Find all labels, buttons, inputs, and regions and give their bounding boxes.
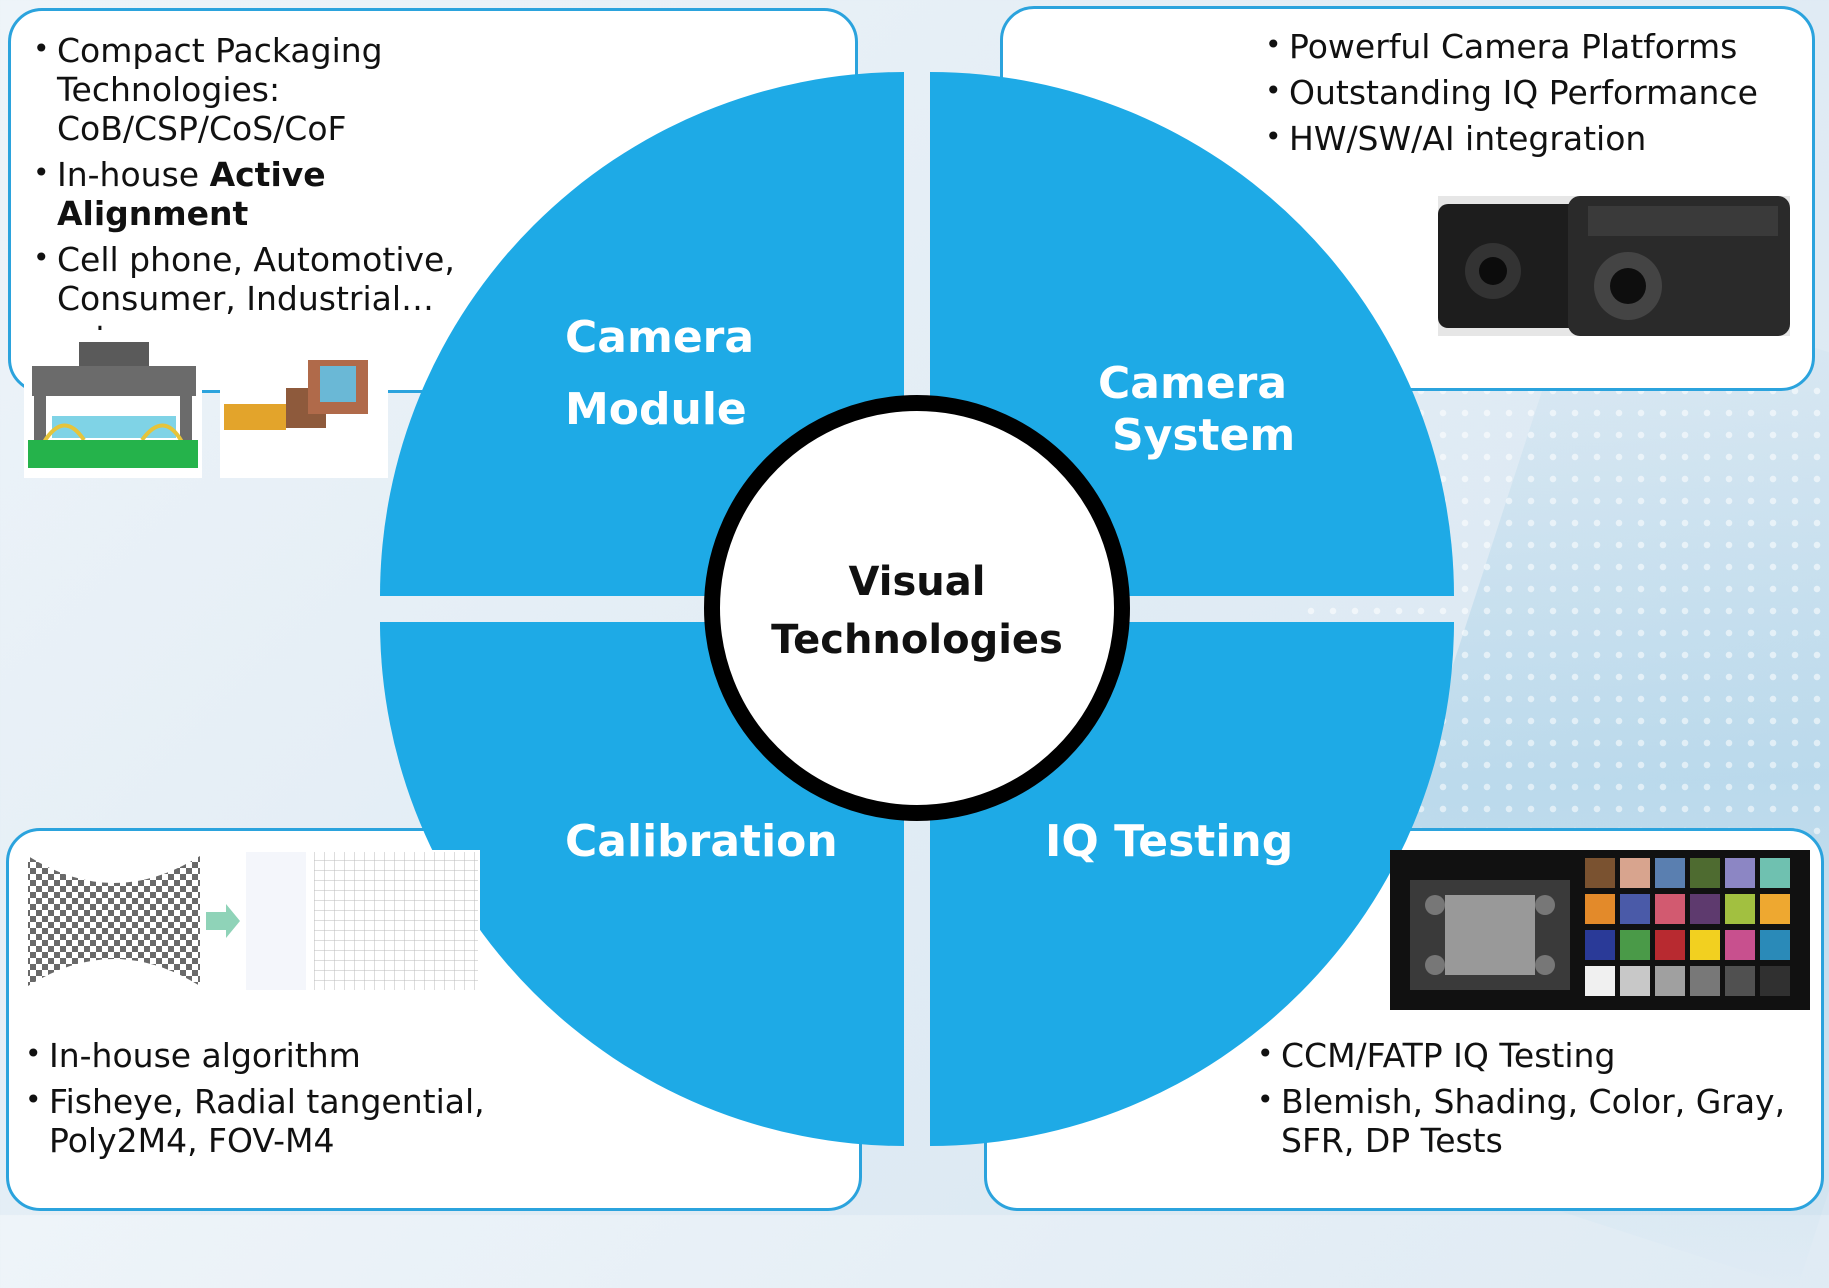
center-label-line2: Technologies — [771, 617, 1063, 663]
camera-module-render-image — [220, 330, 388, 478]
bullet-ccm-fatp: CCM/FATP IQ Testing — [1257, 1034, 1802, 1075]
card-camera-system-bullets: Powerful Camera Platforms Outstanding IQ… — [1265, 25, 1805, 165]
label-iq-testing: IQ Testing — [1045, 816, 1293, 867]
card-calibration-bullets: In-house algorithm Fisheye, Radial tange… — [25, 1034, 485, 1167]
label-camera-system-line2: System — [1112, 410, 1295, 461]
packaging-diagram-image — [24, 330, 202, 478]
center-hub — [704, 395, 1130, 821]
center-label-line1: Visual — [849, 559, 986, 605]
bullet-hw-sw-ai: HW/SW/AI integration — [1265, 117, 1805, 158]
card-iq-testing-bullets: CCM/FATP IQ Testing Blemish, Shading, Co… — [1257, 1034, 1802, 1167]
visual-technologies-wheel: Camera Module Camera System Calibration … — [380, 72, 1454, 1146]
camera-system-photo — [1438, 196, 1790, 336]
label-camera-system-line1: Camera — [1098, 358, 1287, 409]
bullet-distortion-models: Fisheye, Radial tangential, Poly2M4, FOV… — [25, 1080, 485, 1160]
label-camera-module-line1: Camera — [565, 312, 754, 363]
bullet-camera-platforms: Powerful Camera Platforms — [1265, 25, 1805, 66]
calibration-grid-image — [24, 850, 480, 992]
bullet-test-types: Blemish, Shading, Color, Gray, SFR, DP T… — [1257, 1080, 1802, 1160]
bullet-iq-performance: Outstanding IQ Performance — [1265, 71, 1805, 112]
label-calibration: Calibration — [565, 816, 838, 867]
iq-test-charts-image — [1390, 850, 1810, 1010]
bullet-active-alignment: In-house Active Alignment — [33, 153, 463, 233]
bullet-compact-packaging: Compact Packaging Technologies: CoB/CSP/… — [33, 29, 463, 148]
label-camera-module-line2: Module — [565, 384, 747, 435]
bullet-inhouse-algorithm: In-house algorithm — [25, 1034, 485, 1075]
